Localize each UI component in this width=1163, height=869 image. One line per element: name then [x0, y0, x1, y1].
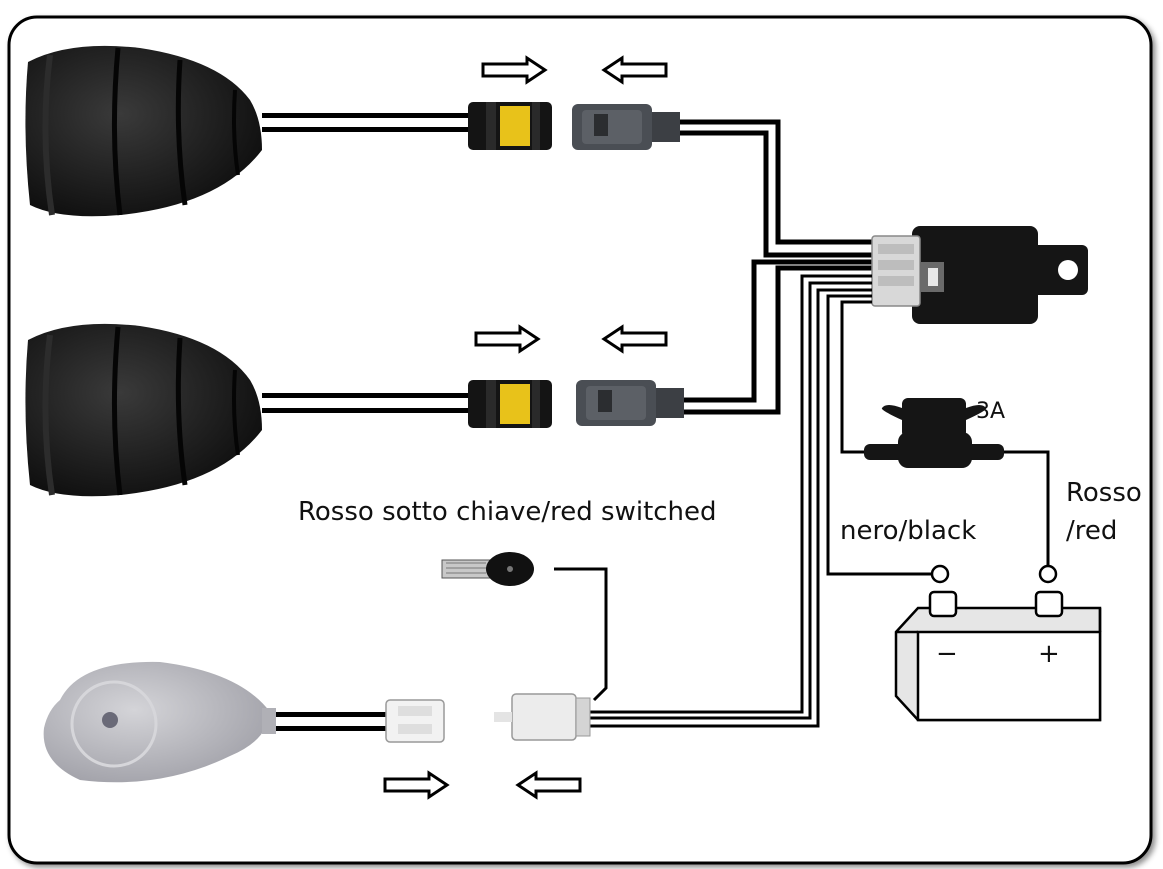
horn-top — [25, 45, 472, 217]
relay — [871, 226, 1088, 324]
arrow-left-top — [601, 55, 668, 85]
connector-male-bottom — [468, 380, 552, 428]
remote-button — [43, 661, 390, 783]
ignition-wire — [554, 567, 608, 702]
fuse-rating-label: 3A — [976, 399, 1006, 424]
battery-negative-terminal-lug — [930, 564, 950, 584]
red-wire-label-bottom: /red — [1066, 516, 1118, 546]
horn-wires — [680, 119, 872, 415]
red-wire-label-top: Rosso — [1066, 478, 1142, 508]
black-wire-label: nero/black — [840, 516, 977, 546]
arrow-right-top — [481, 55, 548, 85]
horn-bottom — [25, 323, 472, 497]
connector-female-top — [572, 104, 680, 150]
arrow-left-middle — [601, 324, 668, 354]
diagram-frame — [7, 15, 1153, 865]
connector-female-bottom — [576, 380, 684, 426]
ignition-label: Rosso sotto chiave/red switched — [298, 497, 717, 527]
battery — [894, 564, 1102, 722]
key-icon — [441, 552, 534, 586]
connector-male-top — [468, 102, 552, 150]
red-wire — [1004, 450, 1050, 568]
arrow-right-bottom — [383, 770, 450, 800]
battery-positive-terminal-lug — [1038, 564, 1058, 584]
arrow-right-middle — [474, 324, 541, 354]
control-wires — [590, 274, 938, 728]
connector-remote-male — [385, 699, 445, 743]
battery-negative-symbol: − — [936, 639, 958, 669]
connector-remote-female — [494, 693, 591, 741]
arrow-left-bottom — [515, 770, 582, 800]
fuse-holder — [864, 398, 1004, 468]
battery-positive-symbol: + — [1038, 639, 1060, 669]
